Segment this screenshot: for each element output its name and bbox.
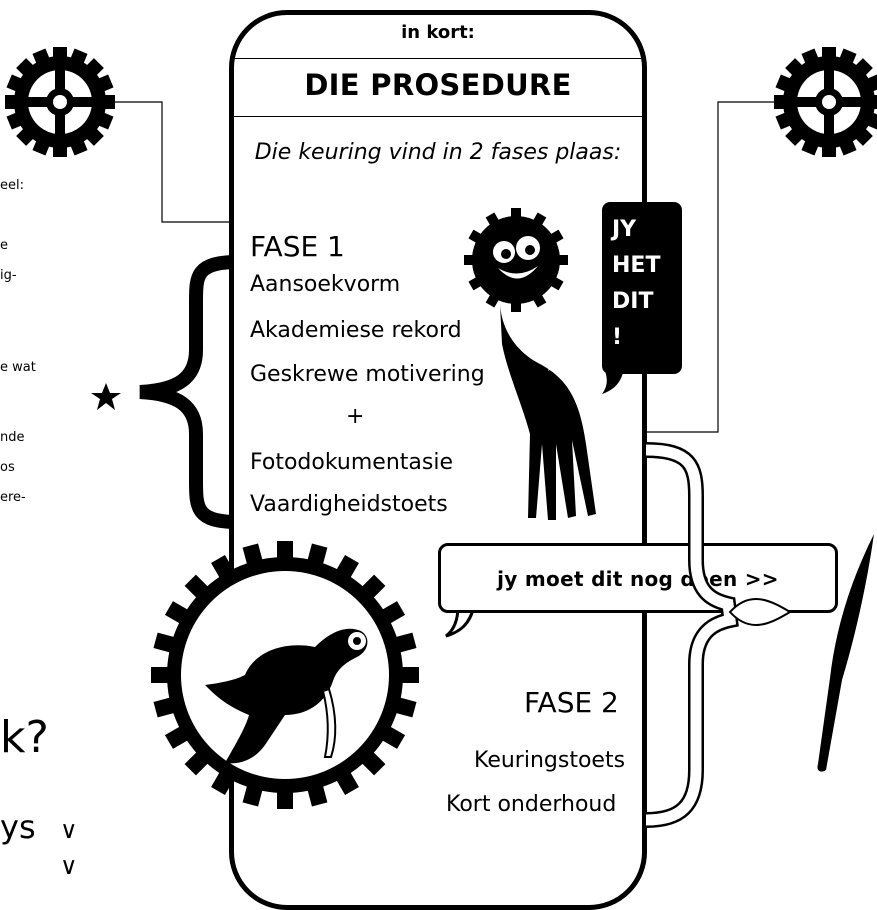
phase1-item-skills-test: Vaardigheidstoets [250,492,448,517]
header-divider-bottom [232,116,644,117]
header-divider-top [232,58,644,59]
check-mark-1: ∨ [60,816,78,844]
phase2-item-short-interview: Kort onderhoud [446,792,617,817]
header-title: DIE PROSEDURE [304,68,572,102]
left-fragment-2: e [0,238,8,253]
left-fragment-6: os [0,460,15,475]
background-drawing [5,47,877,529]
left-fragment-7: ere- [0,490,26,505]
intro-text: Die keuring vind in 2 fases plaas: [254,140,622,165]
check-mark-2: ∨ [60,852,78,880]
brace-icon-left [139,255,239,529]
sign-tail [602,368,624,394]
bottom-left-text-fragment: ys [0,808,36,846]
sign-line-3: DIT [612,289,654,314]
header-subtitle: in kort: [401,22,475,43]
phase1-item-academic-record: Akademiese rekord [250,318,462,343]
left-fragment-1: eel: [0,178,24,193]
gear-crosshair-icon-left [5,47,115,157]
phase1-title: FASE 1 [250,230,345,263]
phase1-item-motivation: Geskrewe motivering [250,362,485,387]
sign-line-4: ! [612,325,623,350]
connector-line-right [645,101,780,433]
phase1-item-application-form: Aansoekvorm [250,272,401,297]
sign-line-2: HET [612,253,661,278]
left-fragment-3: ig- [0,268,17,283]
speech-bubble-text: jy moet dit nog doen >> [497,567,779,591]
bubble-tail [445,605,476,638]
speech-bubble [438,543,838,613]
sign-text: JY HET DIT ! [612,212,660,356]
bottom-left-heading-fragment: k? [0,712,49,763]
phase2-item-selection-test: Keuringstoets [474,748,626,773]
left-fragment-5: nde [0,430,25,445]
gear-crosshair-icon-right [774,47,877,157]
phase2-title: FASE 2 [524,686,619,719]
star-icon-left [91,383,121,410]
sign-line-1: JY [612,217,637,242]
sign-board [602,202,682,374]
connector-line-left [100,101,232,223]
phase1-plus: + [346,404,365,429]
gear-turtle-icon [151,541,419,809]
brace-icon-right [645,442,792,828]
left-fragment-4: e wat [0,360,36,375]
phase1-item-photo-documentation: Fotodokumentasie [250,450,453,475]
knife-icon [817,534,874,772]
gear-face-icon [464,208,596,520]
